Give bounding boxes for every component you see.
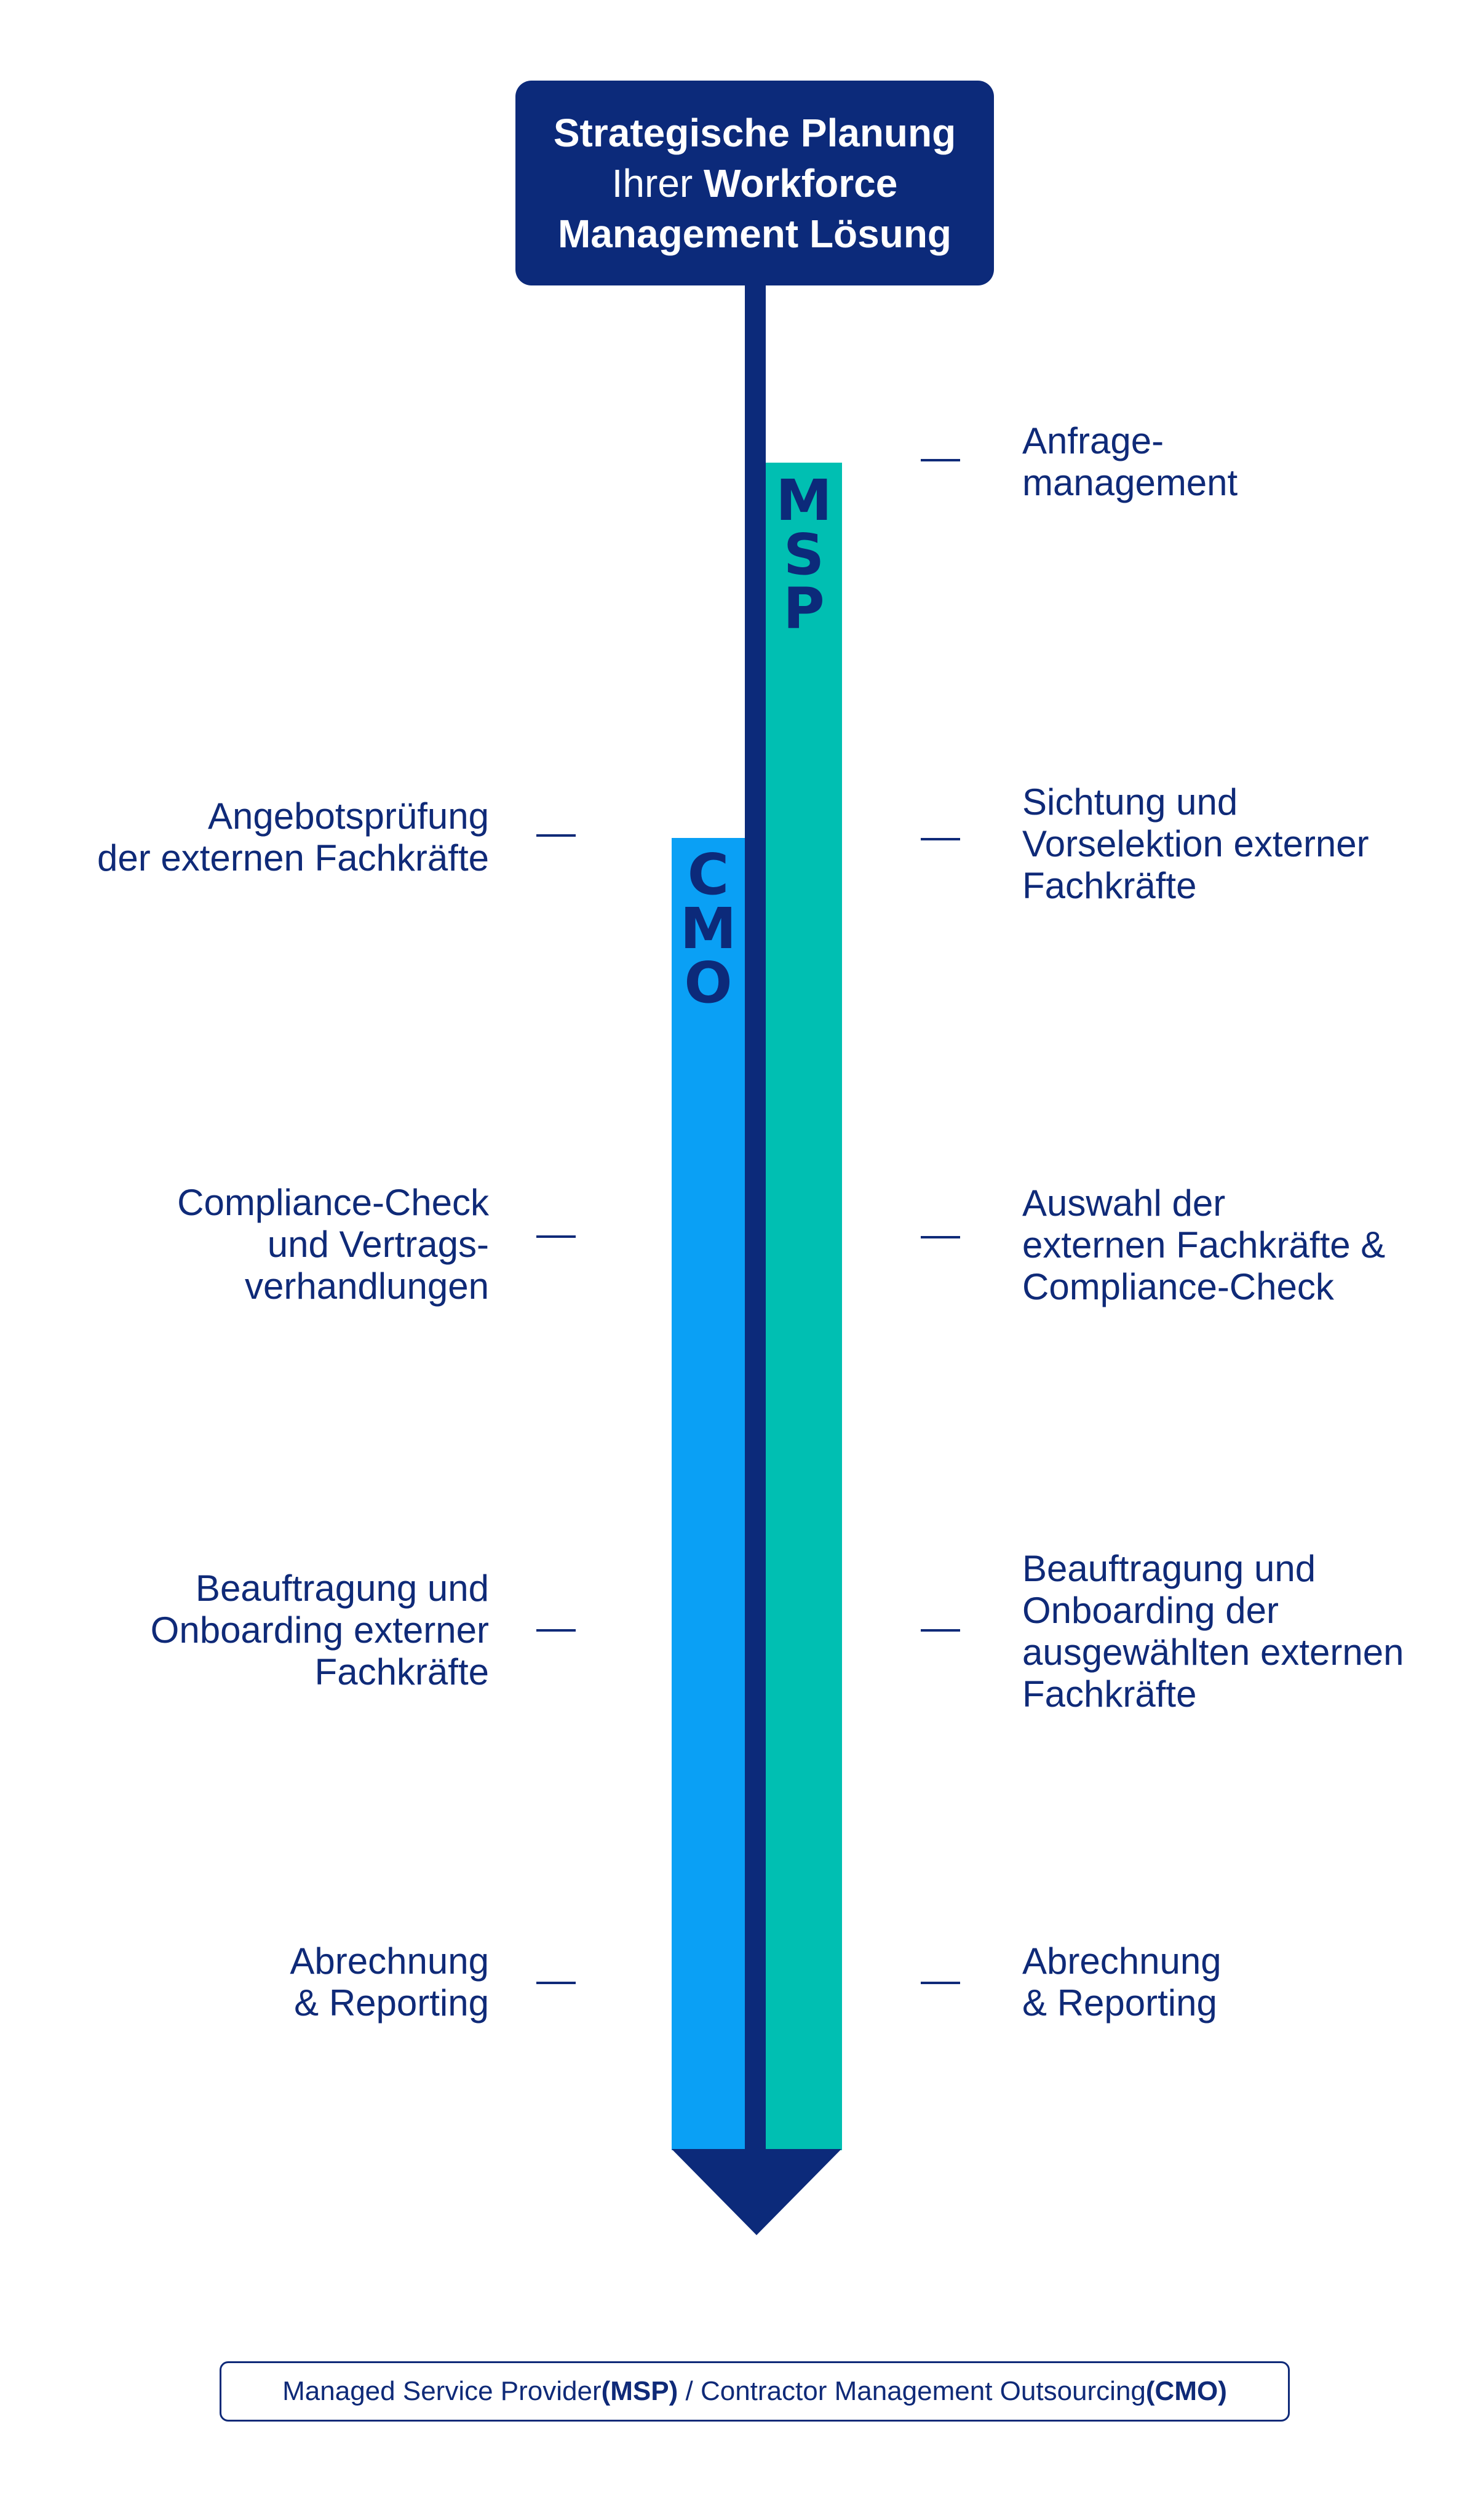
cmo-step-3-dash	[536, 1629, 576, 1632]
title-line-2-bold: Workforce	[704, 161, 898, 205]
cmo-step-4-dash	[536, 1982, 576, 1984]
arrow-head-icon	[672, 2149, 841, 2235]
cmo-bar-label: C M O	[680, 842, 737, 1016]
cmo-step-2-dash	[536, 1235, 576, 1238]
msp-step-5: Abrechnung & Reporting	[1022, 1940, 1222, 2024]
msp-step-5-dash	[921, 1982, 960, 1984]
msp-step-2: Sichtung und Vorselektion externer Fachk…	[1022, 781, 1369, 906]
title-line-2: Ihrer Workforce	[612, 158, 898, 209]
title-line-2-normal: Ihrer	[611, 161, 693, 205]
legend-cmo-abbr: (CMO)	[1145, 2376, 1227, 2406]
msp-step-1-dash	[921, 459, 960, 461]
msp-step-4: Beauftragung und Onboarding der ausgewäh…	[1022, 1548, 1404, 1715]
msp-step-3: Auswahl der externen Fachkräfte & Compli…	[1022, 1182, 1386, 1307]
cmo-step-1-dash	[536, 834, 576, 837]
title-box: Strategische Planung Ihrer Workforce Man…	[515, 81, 994, 285]
msp-bar	[766, 463, 842, 2150]
legend-msp-abbr: (MSP)	[601, 2376, 678, 2406]
msp-step-2-dash	[921, 838, 960, 840]
cmo-step-2: Compliance-Check und Vertrags- verhandlu…	[177, 1182, 489, 1307]
msp-step-3-dash	[921, 1236, 960, 1238]
cmo-step-4: Abrechnung & Reporting	[290, 1940, 489, 2024]
cmo-step-1: Angebotsprüfung der externen Fachkräfte	[97, 795, 489, 879]
msp-step-1: Anfrage- management	[1022, 420, 1238, 503]
cmo-step-3: Beauftragung und Onboarding externer Fac…	[150, 1568, 489, 1693]
legend-box: Managed Service Provider (MSP) / Contrac…	[220, 2361, 1290, 2422]
legend-msp-text: Managed Service Provider	[282, 2376, 602, 2406]
msp-bar-label: M S P	[776, 468, 832, 642]
legend-separator: /	[678, 2376, 701, 2406]
timeline-stem	[745, 280, 766, 2150]
title-line-1: Strategische Planung	[553, 110, 956, 155]
cmo-bar	[672, 838, 745, 2150]
title-line-3: Management Lösung	[557, 211, 952, 256]
legend-cmo-text: Contractor Management Outsourcing	[700, 2376, 1146, 2406]
msp-step-4-dash	[921, 1629, 960, 1632]
